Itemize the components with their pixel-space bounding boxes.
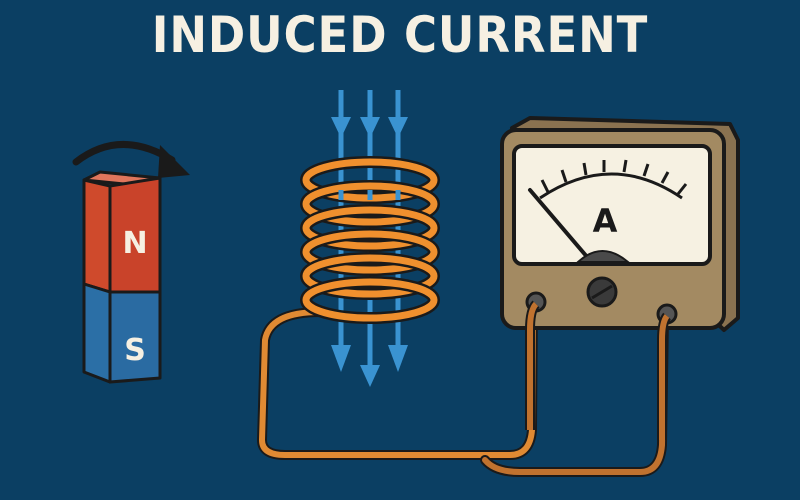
curved-arrow-icon <box>72 141 190 178</box>
arrow-down-icon <box>331 345 351 372</box>
ammeter-unit-label: A <box>593 202 618 240</box>
diagram-title: INDUCED CURRENT <box>151 6 649 64</box>
arrow-down-icon <box>360 365 380 387</box>
north-pole-label: N <box>122 226 147 261</box>
circuit-wire <box>257 295 669 477</box>
wire-coil <box>300 156 440 324</box>
bar-magnet: N S <box>82 170 162 384</box>
arrow-down-icon <box>388 345 408 372</box>
ammeter-needle <box>528 188 590 260</box>
ammeter: A <box>500 116 740 332</box>
scale-ticks <box>540 159 688 195</box>
south-pole-label: S <box>124 333 146 368</box>
terminal-leads <box>525 300 672 440</box>
